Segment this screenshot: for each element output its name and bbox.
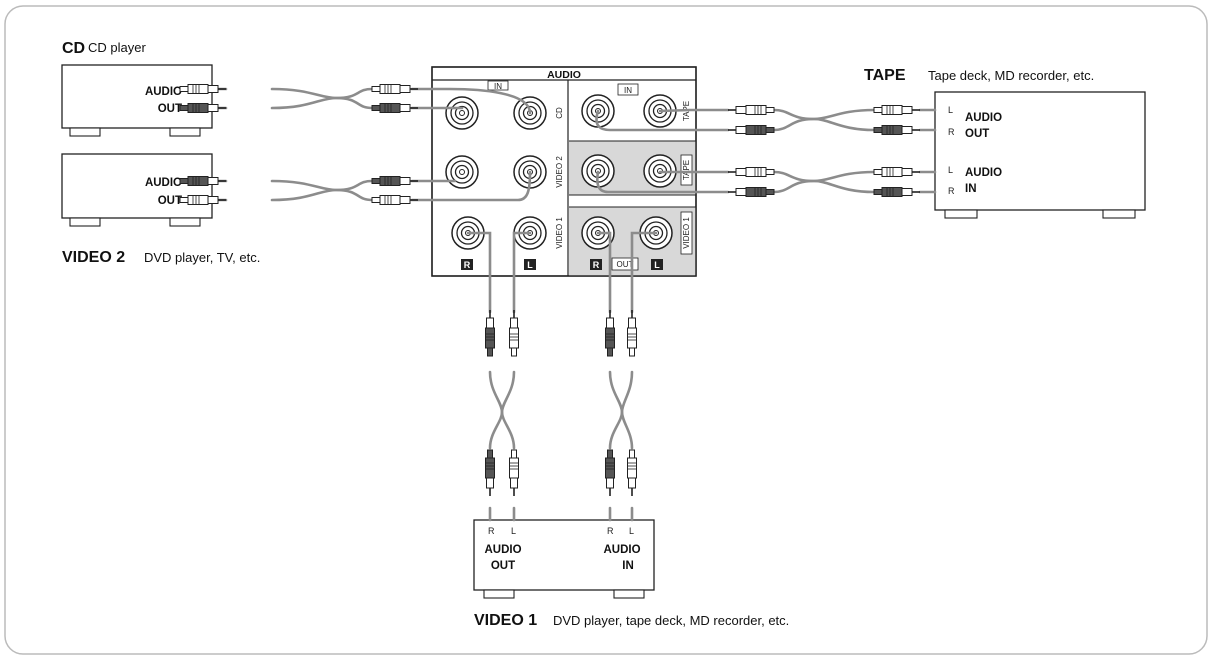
cable-video1-out-l bbox=[500, 231, 532, 522]
video2-device-name: VIDEO 2 bbox=[62, 249, 125, 266]
cd-audio-label: AUDIO bbox=[145, 86, 182, 98]
cable-video1-in-l bbox=[620, 231, 658, 522]
panel-label-cd: CD bbox=[555, 107, 564, 119]
cable-tape-out-r bbox=[595, 109, 937, 132]
panel-label-video1: VIDEO 1 bbox=[555, 217, 564, 249]
video1-out-dir-label: OUT bbox=[491, 560, 515, 572]
video1-device-name: VIDEO 1 bbox=[474, 612, 537, 629]
video1-in-audio-label: AUDIO bbox=[603, 544, 640, 556]
cd-player-device bbox=[61, 64, 213, 137]
video1-out-ch-r: R bbox=[488, 526, 495, 536]
cable-tape-in-r bbox=[596, 170, 937, 194]
badge-r-right-text: R bbox=[593, 260, 600, 270]
panel-label-tape2: TAPE bbox=[682, 160, 691, 180]
panel-label-tape2-box bbox=[680, 154, 693, 186]
tape-device bbox=[934, 91, 1146, 219]
panel-title: AUDIO bbox=[547, 69, 581, 81]
cd-device-name: CD bbox=[62, 40, 85, 57]
video1-in-dir-label: IN bbox=[622, 560, 634, 572]
cd-out-label: OUT bbox=[158, 103, 182, 115]
video1-in-ch-l: L bbox=[629, 526, 634, 536]
panel-label-video2: VIDEO 2 bbox=[555, 156, 564, 188]
panel-out-tag: OUT bbox=[617, 260, 634, 269]
panel-in-tag-right: IN bbox=[624, 86, 632, 95]
badge-r-left bbox=[461, 259, 473, 270]
video1-out-audio-label: AUDIO bbox=[484, 544, 521, 556]
tape-ch-in-l: L bbox=[948, 165, 953, 175]
video2-device bbox=[61, 153, 213, 227]
panel-in-tag-left: IN bbox=[494, 82, 502, 91]
tape-device-desc: Tape deck, MD recorder, etc. bbox=[928, 68, 1094, 83]
badge-l-right bbox=[651, 259, 663, 270]
badge-l-left bbox=[524, 259, 536, 270]
video2-audio-label: AUDIO bbox=[145, 177, 182, 189]
video2-out-label: OUT bbox=[158, 195, 182, 207]
video2-device-desc: DVD player, TV, etc. bbox=[144, 250, 260, 265]
tape-ch-in-r: R bbox=[948, 186, 955, 196]
panel-in-tag-box-right bbox=[617, 83, 639, 96]
jack-video2-r bbox=[445, 155, 479, 189]
panel-label-video1-out-box bbox=[680, 211, 693, 255]
panel-label-video1-out: VIDEO 1 bbox=[682, 217, 691, 249]
video1-device-desc: DVD player, tape deck, MD recorder, etc. bbox=[553, 613, 789, 628]
badge-l-left-text: L bbox=[527, 260, 533, 270]
video1-in-ch-r: R bbox=[607, 526, 614, 536]
jack-cd-r bbox=[445, 96, 479, 130]
cd-device-desc: CD player bbox=[88, 40, 146, 55]
tape-out-dir-label: OUT bbox=[965, 128, 989, 140]
tape-ch-out-l: L bbox=[948, 105, 953, 115]
video1-device bbox=[473, 519, 655, 599]
video1-out-ch-l: L bbox=[511, 526, 516, 536]
badge-r-left-text: R bbox=[464, 260, 471, 270]
badge-r-right bbox=[590, 259, 602, 270]
tape-device-name: TAPE bbox=[864, 67, 906, 84]
panel-in-tag-box-left bbox=[487, 80, 509, 91]
badge-l-right-text: L bbox=[654, 260, 660, 270]
tape-ch-out-r: R bbox=[948, 127, 955, 137]
tape-in-dir-label: IN bbox=[965, 183, 977, 195]
tape-in-audio-label: AUDIO bbox=[965, 167, 1002, 179]
tape-out-audio-label: AUDIO bbox=[965, 112, 1002, 124]
